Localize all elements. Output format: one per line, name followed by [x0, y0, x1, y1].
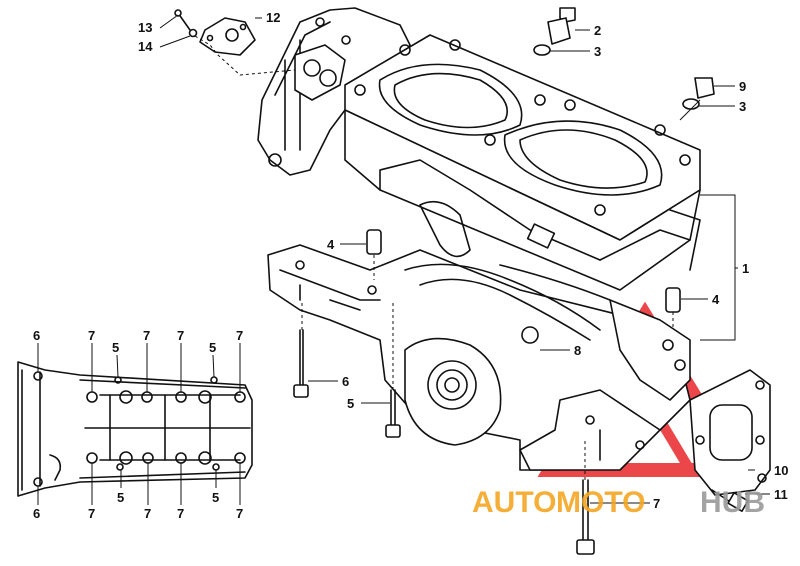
plug-part-9	[694, 77, 715, 99]
inset-top-label-2: 7	[88, 328, 95, 343]
callout-3b: 3	[739, 99, 746, 114]
plug-leader	[679, 99, 701, 121]
inset-top-label-5: 7	[177, 328, 184, 343]
callout-8: 8	[574, 343, 581, 358]
inset-top-label-4: 7	[143, 328, 150, 343]
callout-5: 5	[347, 396, 354, 411]
inset-bottom-label-4: 7	[144, 506, 151, 521]
crankcase-lower	[267, 244, 691, 471]
callout-13: 13	[138, 20, 152, 35]
inset-bolt-pattern: 6 7 5 7 7 5 7 6 7 5 7 7 5 7	[17, 328, 253, 521]
inset-top-label-1: 6	[33, 328, 40, 343]
callout-11: 11	[774, 487, 788, 502]
inset-bottom-label-1: 6	[33, 506, 40, 521]
inset-bottom-label-3: 5	[117, 490, 124, 505]
watermark-auto: AUTO	[472, 486, 556, 519]
callout-leaders	[159, 14, 770, 504]
watermark-hub: HUB	[700, 486, 765, 519]
crankcase-upper	[257, 7, 701, 301]
bolt-part-13	[174, 9, 191, 31]
callout-4a: 4	[327, 237, 335, 252]
inset-bottom-label-2: 7	[88, 506, 95, 521]
dowel-pin-4-right	[665, 287, 681, 313]
bolt-part-6	[293, 329, 309, 398]
callout-9: 9	[739, 79, 746, 94]
assembly-bracket	[700, 194, 736, 341]
watermark-moto: MOTO	[556, 486, 645, 519]
screw-part-11	[711, 489, 749, 512]
callout-7: 7	[653, 496, 660, 511]
washer-part-3a	[533, 44, 551, 56]
cover-plate-part-12	[199, 17, 256, 56]
inset-bottom-label-7: 7	[236, 506, 243, 521]
callout-4b: 4	[712, 292, 720, 307]
callout-numbers: 1 2 3 3 4 4 5 6 7 8 9 10 11 12 13 14	[138, 10, 788, 511]
inset-top-label-3: 5	[112, 340, 119, 355]
washer-part-14	[188, 28, 198, 38]
callout-10: 10	[774, 463, 788, 478]
callout-12: 12	[266, 10, 280, 25]
callout-6: 6	[342, 374, 349, 389]
callout-3a: 3	[594, 44, 601, 59]
bolt-part-7	[576, 479, 595, 555]
cover-leader	[194, 35, 296, 76]
callout-14: 14	[138, 39, 153, 54]
inset-top-label-7: 7	[236, 328, 243, 343]
fitting-part-2	[547, 7, 576, 45]
inset-bottom-label-6: 5	[212, 490, 219, 505]
callout-1: 1	[742, 261, 749, 276]
inset-bottom-label-5: 7	[177, 506, 184, 521]
inset-top-label-6: 5	[209, 340, 216, 355]
callout-2: 2	[594, 23, 601, 38]
bolt-part-5	[385, 389, 401, 438]
gasket-part-10	[689, 369, 771, 496]
dowel-pin-4-left	[366, 229, 382, 255]
watermark-text: AUTO MOTO HUB	[472, 486, 765, 519]
